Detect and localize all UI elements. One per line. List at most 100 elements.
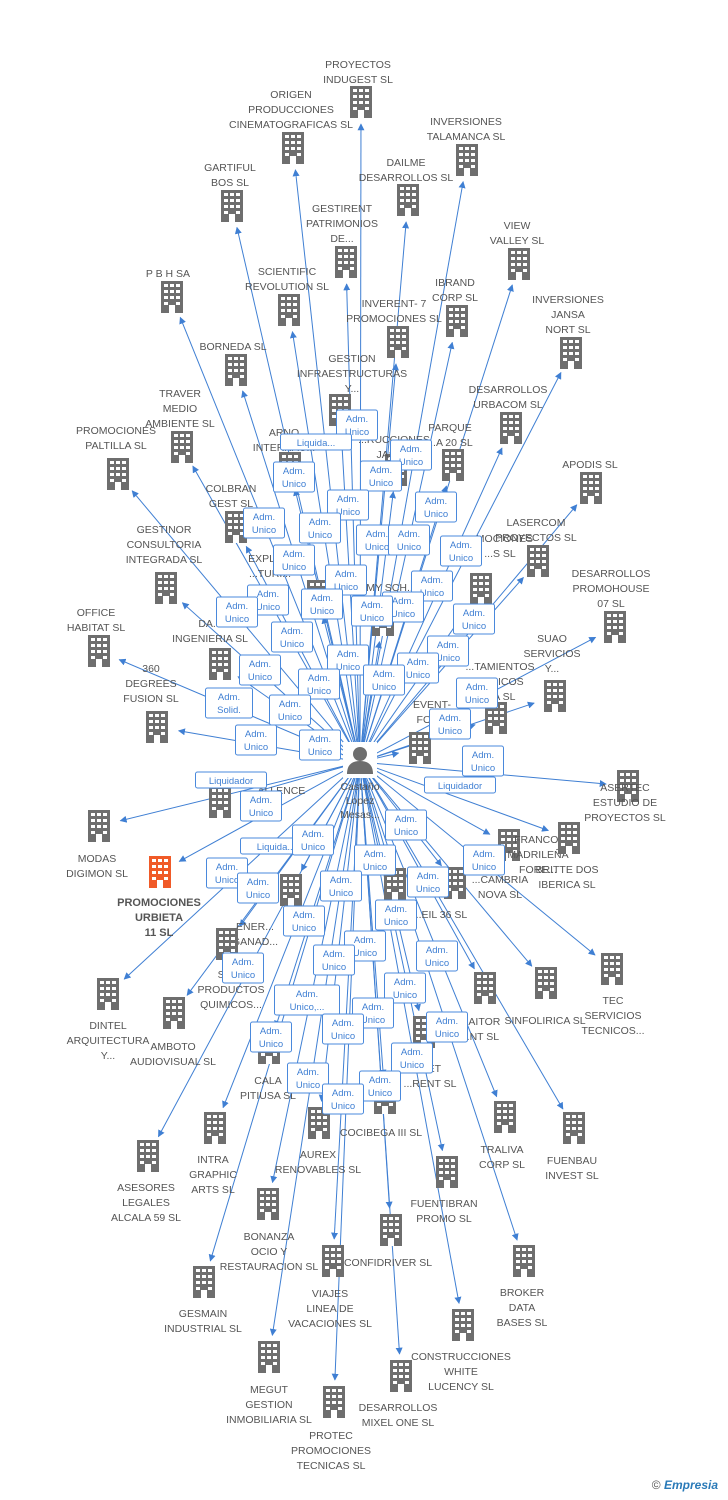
building-icon[interactable]: [193, 1266, 215, 1298]
building-icon[interactable]: [558, 822, 580, 854]
role-badge[interactable]: Adm.Unico: [322, 1083, 364, 1115]
role-badge[interactable]: Adm.Unico: [388, 524, 430, 556]
role-badge[interactable]: Adm.Unico: [222, 952, 264, 984]
role-badge[interactable]: Adm.Unico: [301, 588, 343, 620]
role-badge[interactable]: Adm.Unico: [354, 844, 396, 876]
building-icon[interactable]: [257, 1188, 279, 1220]
role-badge[interactable]: Adm.Unico: [360, 460, 402, 492]
role-badge[interactable]: Adm.Unico: [320, 870, 362, 902]
role-badge[interactable]: Adm.Unico: [429, 708, 471, 740]
building-icon[interactable]: [221, 190, 243, 222]
building-icon[interactable]: [604, 611, 626, 643]
building-icon[interactable]: [97, 978, 119, 1010]
person-icon[interactable]: [343, 742, 377, 778]
building-icon[interactable]: [107, 458, 129, 490]
building-icon[interactable]: [456, 144, 478, 176]
building-icon[interactable]: [137, 1140, 159, 1172]
role-badge[interactable]: Adm.Unico: [416, 940, 458, 972]
role-badge[interactable]: Adm.Unico: [407, 866, 449, 898]
building-icon[interactable]: [601, 953, 623, 985]
role-badge[interactable]: Adm.Unico: [462, 745, 504, 777]
role-badge[interactable]: Adm.Unico,...: [274, 984, 340, 1016]
building-icon[interactable]: [280, 874, 302, 906]
role-badge[interactable]: Adm.Unico: [363, 664, 405, 696]
role-badge[interactable]: Adm.Unico: [384, 972, 426, 1004]
building-icon[interactable]: [513, 1245, 535, 1277]
role-badge[interactable]: Adm.Unico: [239, 654, 281, 686]
brand-logo[interactable]: Empresia: [663, 1478, 718, 1492]
building-icon[interactable]: [508, 248, 530, 280]
building-icon[interactable]: [88, 635, 110, 667]
building-icon[interactable]: [390, 1360, 412, 1392]
role-badge[interactable]: Adm.Unico: [456, 677, 498, 709]
role-badge[interactable]: Adm.Unico: [243, 507, 285, 539]
role-badge[interactable]: Adm.Unico: [299, 729, 341, 761]
building-icon[interactable]: [204, 1112, 226, 1144]
building-icon[interactable]: [560, 337, 582, 369]
building-icon[interactable]: [209, 786, 231, 818]
role-badge[interactable]: Adm.Unico: [313, 944, 355, 976]
role-badge[interactable]: Adm.Unico: [273, 544, 315, 576]
role-badge[interactable]: Adm.Unico: [283, 905, 325, 937]
building-icon[interactable]: [527, 545, 549, 577]
building-icon[interactable]: [282, 132, 304, 164]
building-icon[interactable]: [436, 1156, 458, 1188]
role-badge[interactable]: Adm.Unico: [273, 461, 315, 493]
role-badge[interactable]: Liquidador: [424, 776, 496, 794]
role-badge[interactable]: Adm.Unico: [440, 535, 482, 567]
role-badge[interactable]: Adm.Unico: [426, 1011, 468, 1043]
role-badge[interactable]: Adm.Unico: [240, 790, 282, 822]
role-badge[interactable]: Adm.Solid.: [205, 687, 253, 719]
building-icon[interactable]: [225, 354, 247, 386]
building-icon[interactable]: [563, 1112, 585, 1144]
role-badge[interactable]: Adm.Unico: [250, 1021, 292, 1053]
building-icon[interactable]: [535, 967, 557, 999]
building-icon[interactable]: [163, 997, 185, 1029]
role-badge[interactable]: Liquida...: [280, 433, 352, 451]
building-icon[interactable]: [88, 810, 110, 842]
role-badge[interactable]: Adm.Unico: [359, 1070, 401, 1102]
building-icon[interactable]: [544, 680, 566, 712]
building-icon[interactable]: [446, 305, 468, 337]
building-icon[interactable]: [335, 246, 357, 278]
building-icon[interactable]: [323, 1386, 345, 1418]
role-badge[interactable]: Adm.Unico: [385, 809, 427, 841]
role-badge[interactable]: Adm.Unico: [322, 1013, 364, 1045]
building-icon[interactable]: [380, 1214, 402, 1246]
building-icon[interactable]: [146, 711, 168, 743]
building-icon[interactable]: [452, 1309, 474, 1341]
building-icon[interactable]: [155, 572, 177, 604]
role-badge[interactable]: Adm.Unico: [351, 595, 393, 627]
role-badge[interactable]: Adm.Unico: [237, 872, 279, 904]
role-badge[interactable]: Adm.Unico: [453, 603, 495, 635]
role-badge[interactable]: Adm.Unico: [336, 409, 378, 441]
role-badge[interactable]: Liquidador: [195, 771, 267, 789]
role-badge[interactable]: Adm.Unico: [463, 844, 505, 876]
role-badge[interactable]: Adm.Unico: [391, 1042, 433, 1074]
building-icon[interactable]: [397, 184, 419, 216]
building-icon[interactable]: [470, 573, 492, 605]
building-icon[interactable]: [149, 856, 171, 888]
building-icon[interactable]: [171, 431, 193, 463]
building-icon[interactable]: [278, 294, 300, 326]
role-badge[interactable]: Adm.Unico: [292, 824, 334, 856]
role-badge[interactable]: Adm.Unico: [269, 694, 311, 726]
role-badge[interactable]: Adm.Unico: [327, 644, 369, 676]
building-icon[interactable]: [500, 412, 522, 444]
building-icon[interactable]: [494, 1101, 516, 1133]
role-badge[interactable]: Adm.Unico: [375, 899, 417, 931]
role-badge[interactable]: Adm.Unico: [235, 724, 277, 756]
role-badge[interactable]: Adm.Unico: [287, 1062, 329, 1094]
building-icon[interactable]: [409, 732, 431, 764]
role-badge[interactable]: Adm.Unico: [298, 668, 340, 700]
building-icon[interactable]: [258, 1341, 280, 1373]
building-icon[interactable]: [474, 972, 496, 1004]
building-icon[interactable]: [387, 326, 409, 358]
building-icon[interactable]: [161, 281, 183, 313]
role-badge[interactable]: Adm.Unico: [299, 512, 341, 544]
role-badge[interactable]: Adm.Unico: [216, 596, 258, 628]
building-icon[interactable]: [322, 1245, 344, 1277]
role-badge[interactable]: Adm.Unico: [271, 621, 313, 653]
building-icon[interactable]: [209, 648, 231, 680]
building-icon[interactable]: [442, 449, 464, 481]
